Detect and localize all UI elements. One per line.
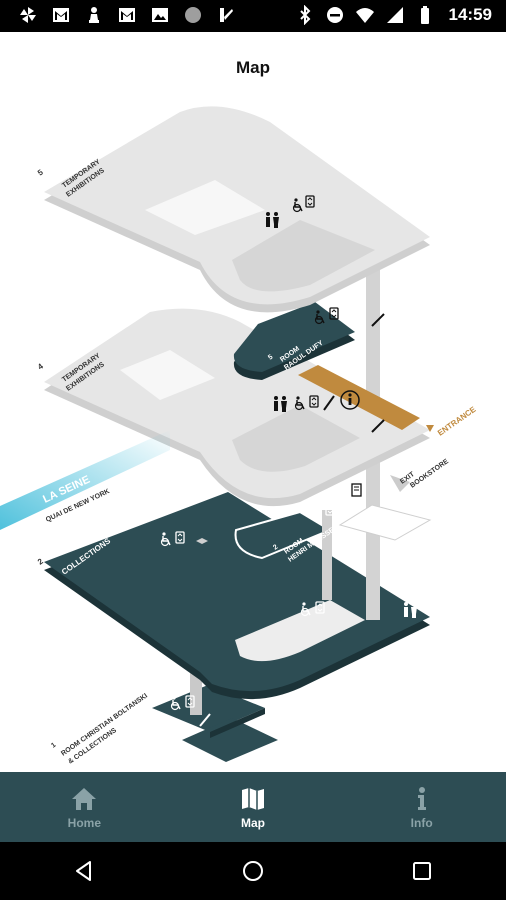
chess-pawn-icon — [89, 7, 99, 23]
header: Map — [0, 32, 506, 102]
wheelchair-icon-entrance — [294, 396, 305, 411]
floor-1-label-1: ROOM CHRISTIAN BOLTANSKI — [60, 692, 149, 757]
signal-icon — [386, 7, 403, 23]
tab-info-label: Info — [410, 815, 433, 830]
floor-5-white-block — [145, 180, 265, 235]
escalator-icon-entrance — [323, 395, 335, 411]
wheelchair-icon-collections — [160, 532, 171, 547]
tab-info[interactable]: Info — [337, 772, 506, 842]
entrance-label: ENTRANCE — [436, 404, 478, 437]
matisse-number: 2 — [272, 544, 279, 552]
map-icon — [242, 787, 264, 810]
info-icon — [417, 786, 426, 810]
bottom-tab-bar: Home Map Info — [0, 772, 506, 842]
restroom-icon-lower — [404, 602, 417, 618]
recents-button[interactable] — [392, 851, 452, 891]
bookstore-icon — [351, 483, 362, 497]
circle-home-icon — [242, 861, 263, 881]
wheelchair-icon-dufy — [314, 310, 325, 325]
floor-1-number: 1 — [50, 742, 57, 750]
home-nav-button[interactable] — [223, 851, 283, 891]
wheelchair-icon-lower — [300, 602, 311, 617]
tab-home[interactable]: Home — [0, 772, 169, 842]
entrance-arrow-icon — [426, 425, 434, 432]
tab-map-label: Map — [241, 815, 265, 830]
back-icon — [76, 861, 92, 881]
escalator-icon-room1 — [199, 713, 211, 727]
floor-2-collections[interactable] — [44, 492, 430, 700]
pinwheel-icon — [20, 7, 36, 23]
check-flag-icon — [220, 8, 233, 22]
tab-map[interactable]: Map — [169, 772, 338, 842]
collections-light-area — [235, 600, 365, 662]
elevator-icon-dufy — [329, 307, 339, 320]
page-title: Map — [236, 58, 270, 77]
recents-icon — [412, 862, 431, 880]
floor-5-temporary-exhibitions[interactable] — [44, 106, 430, 313]
wifi-icon — [355, 8, 374, 23]
floor-5-number: 5 — [36, 167, 45, 177]
elevator-icon-room1 — [185, 695, 195, 708]
exit-bookstore-area[interactable] — [338, 475, 432, 541]
tab-home-label: Home — [67, 815, 101, 830]
elevator-icon-lower — [315, 601, 325, 614]
floor-4-number: 4 — [36, 361, 45, 371]
elevator-icon — [305, 195, 315, 208]
dufy-number: 5 — [267, 354, 274, 362]
battery-icon — [420, 6, 429, 24]
escalator-icon-entrance-2 — [371, 419, 385, 433]
exit-label-2: BOOKSTORE — [409, 458, 450, 490]
home-icon — [72, 787, 97, 810]
image-icon — [152, 8, 168, 22]
room-raoul-dufy[interactable] — [233, 302, 355, 380]
elevator-shaft-middle — [322, 510, 332, 600]
record-icon — [185, 7, 201, 23]
restroom-icon-entrance — [274, 396, 287, 412]
gmail-icon — [53, 8, 69, 22]
do-not-disturb-icon — [326, 7, 343, 23]
bluetooth-icon — [299, 5, 310, 25]
escalator-icon-matisse — [371, 513, 383, 525]
info-point-icon — [340, 390, 360, 410]
clock: 14:59 — [448, 5, 492, 24]
museum-floor-map[interactable]: LA SEINE QUAI DE NEW YORK 5 TEMPORARY EX… — [0, 100, 506, 772]
elevator-icon-entrance — [309, 395, 319, 408]
floor-4-white-block — [120, 350, 215, 400]
floor-4-temporary-exhibitions[interactable] — [44, 308, 430, 507]
status-bar: 14:59 — [0, 0, 506, 32]
gmail-icon-2 — [119, 8, 135, 22]
diamond-marker — [196, 538, 208, 544]
elevator-icon-matisse — [325, 503, 335, 516]
wheelchair-icon-matisse — [310, 504, 321, 519]
floor-4-dark-gallery — [232, 405, 360, 472]
restroom-icon — [266, 212, 279, 228]
back-button[interactable] — [54, 851, 114, 891]
room-henri-matisse[interactable] — [234, 510, 333, 560]
wheelchair-icon-room1 — [170, 696, 181, 711]
floor-2-number: 2 — [36, 556, 45, 566]
wheelchair-icon — [292, 198, 303, 213]
system-navigation-bar — [0, 842, 506, 900]
elevator-icon-collections — [175, 531, 185, 544]
river-la-seine: LA SEINE QUAI DE NEW YORK — [0, 430, 170, 530]
floor-5-gallery — [232, 220, 375, 292]
escalator-icon — [371, 313, 385, 327]
